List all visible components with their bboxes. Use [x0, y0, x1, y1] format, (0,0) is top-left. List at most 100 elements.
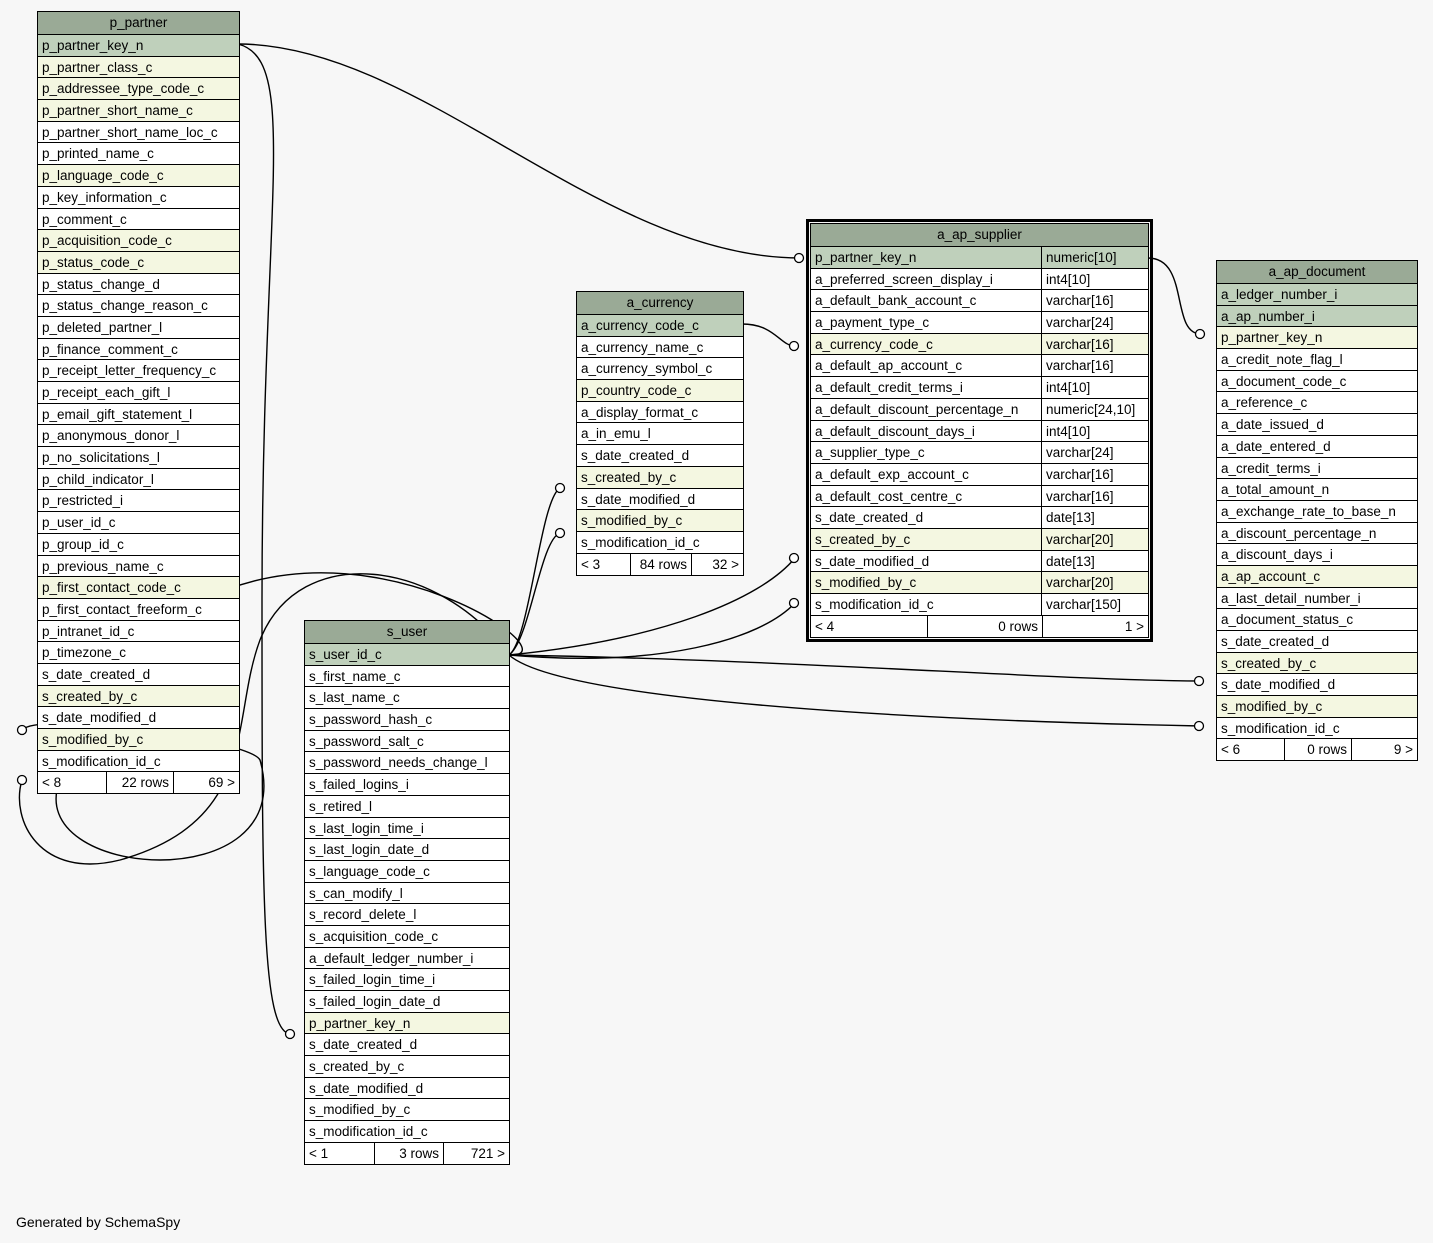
column-row[interactable]: s_modified_by_c — [38, 729, 239, 751]
column-row[interactable]: s_password_needs_change_l — [305, 752, 509, 775]
column-row[interactable]: p_first_contact_code_c — [38, 577, 239, 599]
column-row[interactable]: p_receipt_letter_frequency_c — [38, 360, 239, 382]
column-row[interactable]: s_can_modify_l — [305, 883, 509, 905]
table-header[interactable]: a_currency — [577, 292, 743, 315]
column-row[interactable]: a_display_format_c — [577, 402, 743, 424]
column-row[interactable]: a_currency_name_c — [577, 337, 743, 359]
column-row[interactable]: s_password_hash_c — [305, 709, 509, 731]
column-row[interactable]: s_date_modified_d — [305, 1078, 509, 1100]
column-row[interactable]: p_email_gift_statement_l — [38, 404, 239, 426]
column-row[interactable]: p_key_information_c — [38, 187, 239, 209]
column-row[interactable]: p_intranet_id_c — [38, 621, 239, 643]
column-row[interactable]: s_retired_l — [305, 796, 509, 818]
column-row[interactable]: p_anonymous_donor_l — [38, 425, 239, 448]
column-row[interactable]: a_ap_number_i — [1217, 305, 1417, 328]
column-row[interactable]: s_first_name_c — [305, 666, 509, 688]
column-row[interactable]: p_printed_name_c — [38, 143, 239, 166]
column-row[interactable]: p_finance_comment_c — [38, 339, 239, 361]
table-header[interactable]: a_ap_supplier — [811, 224, 1148, 247]
column-row[interactable]: a_date_entered_d — [1217, 436, 1417, 458]
children-count[interactable]: 69 > — [173, 772, 239, 794]
column-row[interactable]: s_record_delete_l — [305, 904, 509, 926]
column-row[interactable]: s_created_by_c — [1217, 652, 1417, 675]
column-row[interactable]: s_created_by_c — [38, 685, 239, 708]
children-count[interactable]: 1 > — [1042, 615, 1148, 637]
column-row[interactable]: s_failed_login_time_i — [305, 969, 509, 991]
column-row[interactable]: p_restricted_i — [38, 490, 239, 513]
column-row[interactable]: s_created_by_c — [577, 466, 743, 489]
column-row[interactable]: a_currency_code_c — [577, 315, 743, 337]
column-row[interactable]: a_reference_c — [1217, 392, 1417, 415]
column-row[interactable]: s_acquisition_code_c — [305, 926, 509, 948]
parents-count[interactable]: < 8 — [42, 775, 62, 791]
column-row[interactable]: s_date_created_d — [1217, 631, 1417, 653]
column-row[interactable]: a_total_amount_n — [1217, 479, 1417, 501]
parents-count[interactable]: < 6 — [1221, 742, 1241, 758]
column-row[interactable]: s_failed_login_date_d — [305, 991, 509, 1013]
column-row[interactable]: s_last_login_date_d — [305, 839, 509, 861]
column-row[interactable]: p_comment_c — [38, 209, 239, 231]
column-row[interactable]: a_default_ledger_number_i — [305, 948, 509, 970]
column-row[interactable]: s_date_modified_d — [1217, 674, 1417, 697]
column-row[interactable]: s_date_modified_d — [38, 707, 239, 729]
table-header[interactable]: s_user — [305, 621, 509, 644]
column-row[interactable]: s_created_by_c — [305, 1056, 509, 1078]
column-row[interactable]: s_modification_id_c — [1217, 718, 1417, 740]
column-row[interactable]: a_document_status_c — [1217, 609, 1417, 631]
column-row[interactable]: a_date_issued_d — [1217, 414, 1417, 436]
column-row[interactable]: p_group_id_c — [38, 534, 239, 556]
table-header[interactable]: a_ap_document — [1217, 261, 1417, 284]
table-header[interactable]: p_partner — [38, 12, 239, 35]
column-row[interactable]: a_ap_account_c — [1217, 565, 1417, 588]
children-count[interactable]: 32 > — [691, 553, 743, 575]
column-row[interactable]: p_first_contact_freeform_c — [38, 599, 239, 621]
column-row[interactable]: s_password_salt_c — [305, 731, 509, 753]
column-row[interactable]: p_partner_short_name_loc_c — [38, 122, 239, 144]
column-row[interactable]: s_last_login_time_i — [305, 818, 509, 840]
column-row[interactable]: p_status_change_reason_c — [38, 295, 239, 317]
column-row[interactable]: a_credit_note_flag_l — [1217, 349, 1417, 371]
column-row[interactable]: a_exchange_rate_to_base_n — [1217, 501, 1417, 523]
column-row[interactable]: s_date_modified_d — [577, 489, 743, 511]
column-row[interactable]: s_language_code_c — [305, 861, 509, 883]
column-row[interactable]: a_credit_terms_i — [1217, 458, 1417, 480]
column-row[interactable]: p_status_code_c — [38, 251, 239, 274]
column-row[interactable]: s_failed_logins_i — [305, 774, 509, 796]
column-row[interactable]: p_partner_class_c — [38, 56, 239, 79]
column-row[interactable]: a_document_code_c — [1217, 371, 1417, 393]
column-row[interactable]: p_child_indicator_l — [38, 469, 239, 491]
children-count[interactable]: 721 > — [443, 1142, 509, 1164]
column-row[interactable]: p_no_solicitations_l — [38, 447, 239, 469]
column-row[interactable]: p_receipt_each_gift_l — [38, 382, 239, 404]
column-row[interactable]: p_partner_key_n — [1217, 327, 1417, 350]
column-row[interactable]: p_timezone_c — [38, 642, 239, 664]
column-row[interactable]: a_currency_symbol_c — [577, 358, 743, 381]
column-row[interactable]: p_country_code_c — [577, 380, 743, 402]
column-row[interactable]: a_last_detail_number_i — [1217, 588, 1417, 610]
column-row[interactable]: p_acquisition_code_c — [38, 230, 239, 252]
column-row[interactable]: p_previous_name_c — [38, 556, 239, 578]
column-row[interactable]: s_modified_by_c — [577, 510, 743, 532]
column-row[interactable]: a_discount_percentage_n — [1217, 523, 1417, 545]
column-row[interactable]: p_deleted_partner_l — [38, 317, 239, 339]
column-row[interactable]: s_modified_by_c — [1217, 696, 1417, 718]
parents-count[interactable]: < 3 — [581, 556, 601, 572]
column-row[interactable]: p_status_change_d — [38, 274, 239, 296]
column-row[interactable]: p_partner_key_n — [38, 35, 239, 57]
